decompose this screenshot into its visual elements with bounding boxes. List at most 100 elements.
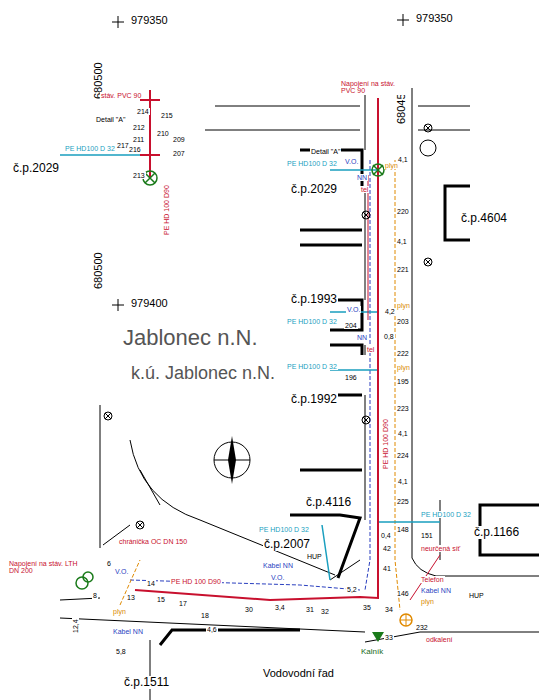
map-label: 13 [126,594,136,601]
map-label: PE HD100 D 32 [286,318,338,325]
map-label: 151 [420,532,434,539]
map-label: 979400 [130,298,169,310]
map-label: PE HD100 D 32 [64,145,116,152]
map-label: 146 [396,590,410,597]
map-label: Kalník [360,648,384,656]
map-label: 42 [382,545,392,552]
map-label: plyn [396,364,411,371]
map-label: 31 [305,606,315,613]
map-label: 0,4 [380,532,392,539]
map-label: V.O. [270,574,285,581]
map-label: 979350 [415,13,454,25]
map-label: PE HD100 D 32 [286,160,338,167]
map-label: č.p.1166 [473,526,520,539]
map-label: 8 [92,592,98,599]
map-label: PE HD 100 D90 [382,418,389,470]
map-label: 30 [244,606,254,613]
map-label: 204 [344,322,358,329]
map-label: 225 [396,498,410,505]
map-label: 17 [178,600,188,607]
map-label: 221 [396,266,410,273]
map-label: č.p.2029 [12,162,60,175]
map-label: PE HD100 D 32 [420,511,472,518]
map-label: stáv. PVC 90 [100,92,142,99]
map-label: 209 [172,136,186,143]
map-label: 222 [396,350,410,357]
map-label: PE HD 100 D90 [170,578,222,585]
map-label: plyn [384,162,399,169]
map-label: V.O. [346,306,361,313]
map-label: HUP [468,592,485,599]
map-label: č.p.2007 [263,538,311,551]
map-label: 207 [172,150,186,157]
map-label: HUP [306,553,323,560]
map-label: 220 [396,208,410,215]
map-label: Detail "A" [95,116,126,123]
map-label: 195 [396,378,410,385]
map-label: 680500 [93,251,105,290]
map-label: 232 [415,624,429,631]
map-label: Napojení na stáv. PVC 90 [340,80,408,95]
map-label: 0,8 [383,333,395,340]
map-label: Vodovodní řad [262,668,335,680]
map-label: č.p.1511 [123,676,170,689]
map-label: 15 [156,596,166,603]
map-label: č.p.4116 [305,496,352,509]
map-label: 224 [396,452,410,459]
map-label: č.p.4604 [460,212,508,225]
map-label: 12,4 [72,618,79,634]
map-label: 213 [132,172,146,179]
map-label: 3,4 [274,604,286,611]
map-label: Kabel NN [112,628,144,635]
map-label: NN [356,334,368,341]
map-label: plyn [420,598,435,605]
map-label: odkalení [425,636,453,643]
map-label: 203 [396,318,410,325]
map-label: PE HD100 D 32 [258,526,310,533]
map-label: 18 [200,612,210,619]
map-label: 4,6 [206,626,218,633]
map-label: tel [360,186,369,193]
map-label: Jablonec n.N. [122,326,259,349]
map-label: V.O. [114,568,129,575]
map-label: Kabel NN [262,562,294,569]
map-label: Detail "A" [310,148,341,155]
map-label: PE HD 100 D90 [163,184,170,236]
map-label: 210 [156,130,170,137]
map-label: chránička OC DN 150 [118,538,188,545]
map-label: NN [356,174,368,181]
map-label: plyn [112,608,127,615]
map-label: 4,2 [384,308,396,315]
map-label: PE HD100 D 32 [286,363,338,370]
map-label: 34 [384,606,394,613]
map-label: č.p.1992 [290,393,338,406]
map-label: 5,2 [346,586,358,593]
map-label: 32 [320,608,330,615]
map-label: 33 [384,634,394,641]
map-label: 212 [132,124,146,131]
map-label: 979350 [130,15,169,27]
map-label: 14 [146,580,156,587]
map-label: 196 [344,374,358,381]
map-label: 4,1 [397,430,409,437]
map-label: č.p.1993 [290,293,338,306]
map-label: neurčená síť [420,545,461,552]
map-label: 4,1 [396,238,408,245]
map-label: plyn [396,302,411,309]
map-label: 41 [382,565,392,572]
map-label: 214 [136,108,150,115]
map-label: 223 [396,405,410,412]
map-label: 5,8 [115,648,127,655]
map-label: 215 [160,112,174,119]
map-label: Telefon [420,576,445,583]
map-label: 148 [396,526,410,533]
map-label: 4,1 [397,478,409,485]
map-label: č.p.2029 [290,183,338,196]
map-label: tel [366,346,375,353]
map-label: k.ú. Jablonec n.N. [130,364,276,383]
map-label: Kabel NN [420,587,452,594]
map-label: 216 [128,146,142,153]
map-label: 6 [106,560,112,567]
map-label: V.O. [344,158,359,165]
